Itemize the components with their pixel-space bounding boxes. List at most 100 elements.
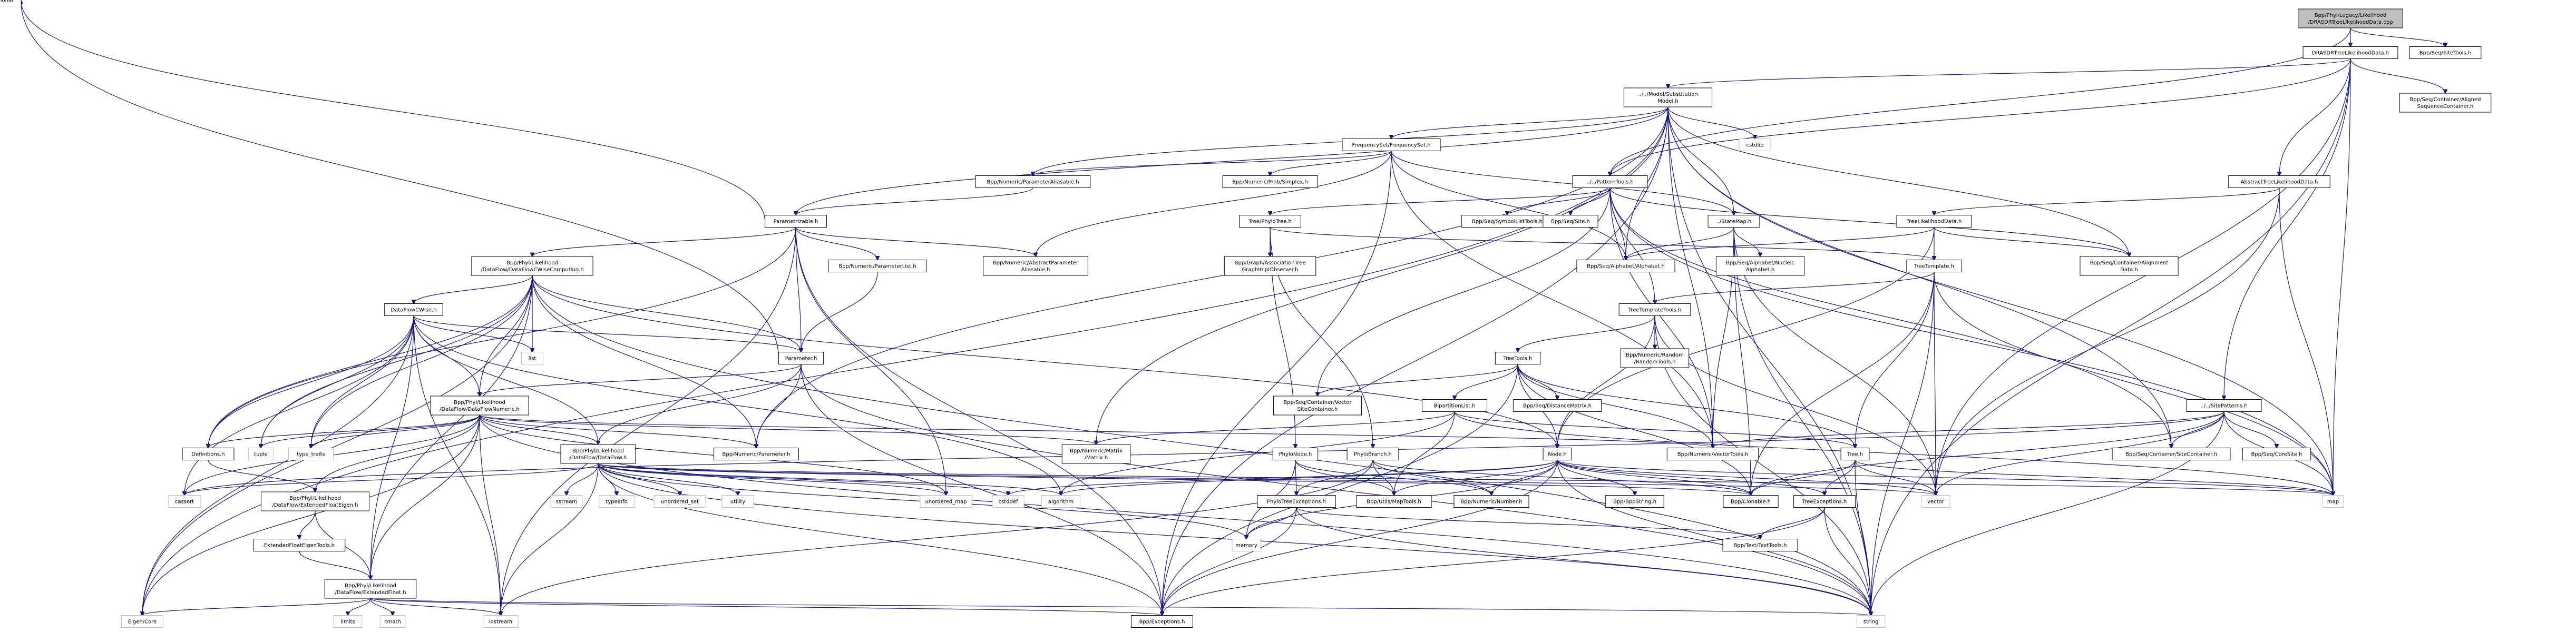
header-node[interactable]: TreeTemplate.h bbox=[1906, 260, 1962, 272]
include-edge bbox=[567, 463, 599, 496]
header-node[interactable]: Bpp/Phyl/Likelihood/DataFlow/DataFlowNum… bbox=[430, 396, 529, 416]
system-header-node: map bbox=[2322, 495, 2344, 508]
header-node[interactable]: TreeTools.h bbox=[1495, 352, 1541, 364]
header-node[interactable]: Bpp/Numeric/Parameter.h bbox=[714, 448, 799, 460]
header-node[interactable]: Node.h bbox=[1543, 448, 1572, 460]
header-node[interactable]: Bpp/Seq/SymbolListTools.h bbox=[1461, 215, 1554, 228]
header-node[interactable]: Bpp/Text/TextTools.h bbox=[1722, 539, 1798, 551]
include-edge bbox=[1296, 460, 1373, 496]
include-edge bbox=[1655, 272, 1935, 304]
header-node[interactable]: FrequencySet/FrequencySet.h bbox=[1342, 139, 1441, 151]
header-node[interactable]: PhyloTreeExceptions.h bbox=[1257, 495, 1336, 508]
include-edge bbox=[370, 275, 533, 579]
header-node[interactable]: TreeLikelihoodData.h bbox=[1896, 215, 1972, 228]
include-edge bbox=[1824, 507, 1871, 616]
header-node[interactable]: Bpp/Exceptions.h bbox=[1131, 615, 1193, 628]
header-node[interactable]: ../../PatternTools.h bbox=[1572, 175, 1648, 188]
header-node[interactable]: Bpp/Numeric/Prob/Simplex.h bbox=[1222, 175, 1318, 188]
header-node[interactable]: Bpp/Phyl/Likelihood/DataFlow/ExtendedFlo… bbox=[261, 491, 369, 511]
include-edge bbox=[1751, 272, 1935, 496]
include-edge bbox=[795, 227, 946, 496]
root-file-node[interactable]: Bpp/Phyl/Legacy/Likelihood/DRASDRTreeLik… bbox=[2298, 8, 2403, 28]
include-edge bbox=[1733, 227, 1871, 616]
header-node[interactable]: Bpp/Seq/Container/SiteContainer.h bbox=[2112, 448, 2231, 460]
header-node[interactable]: ExtendedFloatEigenTools.h bbox=[253, 539, 346, 551]
include-edge bbox=[1061, 460, 1558, 496]
header-node[interactable]: ../StateMap.h bbox=[1707, 215, 1760, 228]
header-node[interactable]: Definitions.h bbox=[182, 448, 235, 460]
header-node[interactable]: Bpp/Numeric/Matrix/Matrix.h bbox=[1061, 444, 1131, 464]
node-label: Bpp/Phyl/Likelihood bbox=[506, 260, 558, 266]
node-label: Aliasable.h bbox=[1021, 267, 1050, 273]
include-edge bbox=[1570, 187, 1611, 215]
system-header-node: memory bbox=[1232, 539, 1261, 551]
include-edge bbox=[1934, 227, 2129, 257]
node-label: Bpp/Numeric/Number.h bbox=[1460, 499, 1522, 505]
node-box bbox=[1793, 495, 1856, 508]
include-edge bbox=[1394, 460, 1558, 496]
header-node[interactable]: PhyloBranch.h bbox=[1346, 448, 1399, 460]
header-node[interactable]: Bpp/Numeric/Number.h bbox=[1453, 495, 1529, 508]
header-node[interactable]: Bpp/Seq/CoreSite.h bbox=[2242, 448, 2311, 460]
header-node[interactable]: PhyloNode.h bbox=[1272, 448, 1319, 460]
header-node[interactable]: Bpp/Numeric/Random/RandomTools.h bbox=[1620, 348, 1690, 368]
header-node[interactable]: DataFlowCWise.h bbox=[384, 303, 443, 316]
header-node[interactable]: Bpp/Seq/Site.h bbox=[1543, 215, 1598, 228]
include-edge bbox=[1517, 364, 1557, 400]
header-node[interactable]: AbstractTreeLikelihoodData.h bbox=[2228, 175, 2330, 188]
header-node[interactable]: Tree/PhyloTree.h bbox=[1239, 215, 1301, 228]
include-edge bbox=[1507, 187, 1611, 215]
header-node[interactable]: Parametrizable.h bbox=[765, 215, 827, 228]
include-edge bbox=[1454, 411, 2333, 496]
header-node[interactable]: Bpp/Graph/AssociationTreeGraphImplObserv… bbox=[1224, 256, 1316, 276]
include-edge bbox=[1626, 227, 1935, 260]
node-box bbox=[2112, 448, 2231, 460]
header-node[interactable]: Bpp/Numeric/ParameterList.h bbox=[828, 260, 927, 272]
include-edge bbox=[184, 411, 2224, 496]
include-edge bbox=[1455, 364, 1518, 400]
header-node[interactable]: Bpp/Seq/DistanceMatrix.h bbox=[1513, 399, 1602, 412]
header-node[interactable]: Bpp/Clonable.h bbox=[1723, 495, 1779, 508]
header-node[interactable]: Bpp/Phyl/Likelihood/DataFlow/ExtendedFlo… bbox=[324, 579, 417, 599]
system-header-node: cmath bbox=[379, 615, 406, 628]
header-node[interactable]: Bpp/Seq/SiteTools.h bbox=[2409, 46, 2482, 59]
header-node[interactable]: TreeExceptions.h bbox=[1793, 495, 1856, 508]
node-label: /RandomTools.h bbox=[1634, 359, 1676, 365]
include-edge bbox=[1667, 106, 1713, 448]
node-label: Bpp/Graph/AssociationTree bbox=[1235, 260, 1306, 266]
include-edge bbox=[501, 227, 796, 616]
node-label: Node.h bbox=[1548, 452, 1567, 458]
include-edge bbox=[1610, 27, 2351, 176]
header-node[interactable]: Bpp/Seq/Alphabet/Alphabet.h bbox=[1576, 260, 1675, 272]
header-node[interactable]: Tree.h bbox=[1840, 448, 1870, 460]
header-node[interactable]: Bpp/Numeric/ParameterAliasable.h bbox=[975, 175, 1091, 188]
include-edge bbox=[1654, 315, 1871, 616]
header-node[interactable]: DRASDRTreeLikelihoodData.h bbox=[2302, 46, 2398, 59]
include-edge bbox=[1557, 460, 1936, 496]
include-edge bbox=[1871, 272, 1935, 616]
node-label: Bpp/Phyl/Likelihood bbox=[289, 496, 341, 501]
header-node[interactable]: ../../SitePatterns.h bbox=[2186, 399, 2262, 412]
node-label: /DRASDRTreeLikelihoodData.cpp bbox=[2308, 19, 2393, 25]
include-edge bbox=[1270, 151, 1392, 176]
include-edge bbox=[315, 414, 480, 492]
header-node[interactable]: Bpp/Numeric/VectorTools.h bbox=[1666, 448, 1759, 460]
header-node[interactable]: BipartitionList.h bbox=[1421, 399, 1488, 412]
system-header-node: cassert bbox=[168, 495, 201, 508]
include-edge bbox=[1557, 460, 1871, 616]
header-node[interactable]: Bpp/Phyl/Likelihood/DataFlow/DataFlow.h bbox=[560, 444, 636, 464]
include-edge bbox=[1936, 411, 2224, 496]
header-node[interactable]: Bpp/Phyl/Likelihood/DataFlow/DataFlowCWi… bbox=[471, 256, 593, 276]
header-node[interactable]: Bpp/Utils/MapTools.h bbox=[1356, 495, 1432, 508]
header-node[interactable]: Bpp/BppString.h bbox=[1605, 495, 1664, 508]
header-node[interactable]: Parameter.h bbox=[778, 352, 824, 364]
header-node[interactable]: TreeTemplateTools.h bbox=[1618, 303, 1691, 316]
header-node[interactable]: Bpp/Seq/Container/AlignedSequenceContain… bbox=[2399, 93, 2492, 113]
node-box bbox=[992, 495, 1024, 508]
